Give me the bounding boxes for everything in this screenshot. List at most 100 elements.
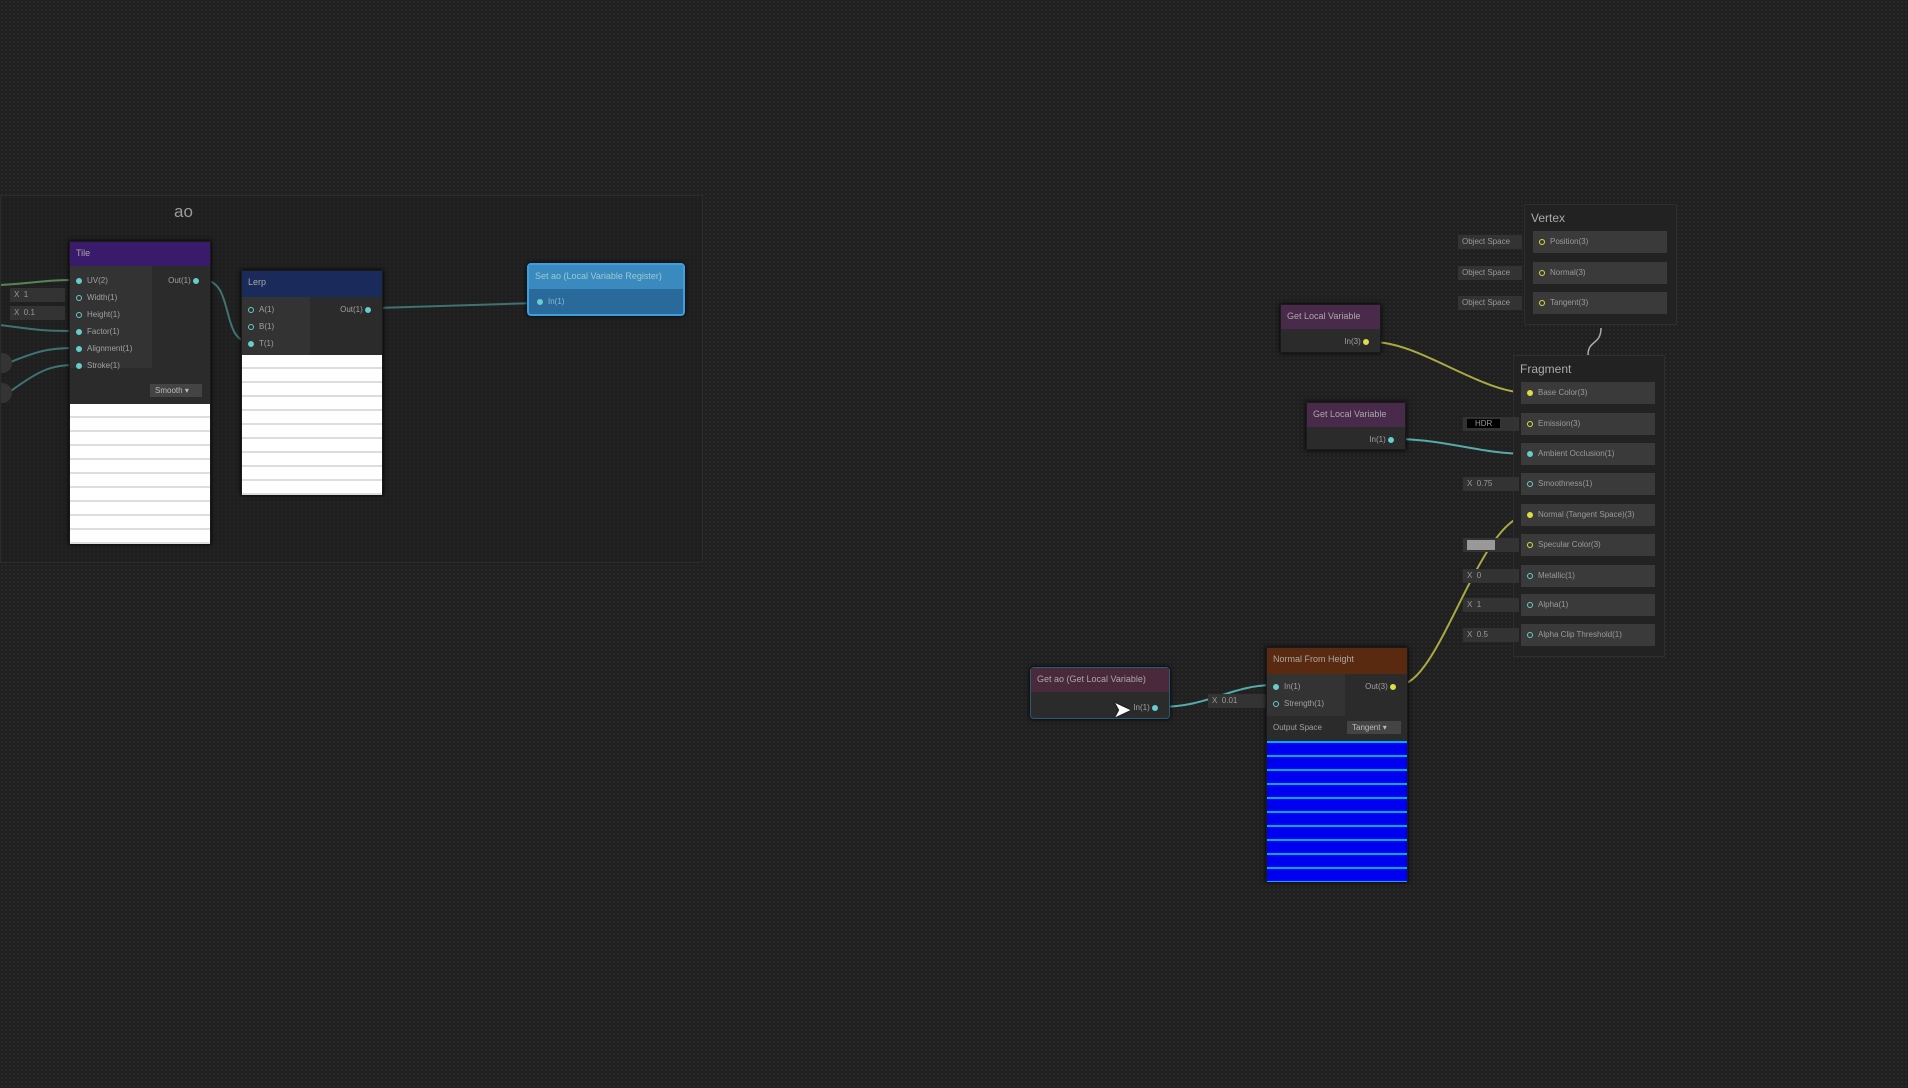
port-uv[interactable]: UV(2): [76, 276, 108, 285]
port-out[interactable]: In(1): [1133, 703, 1163, 712]
set-ao-header: Set ao (Local Variable Register): [529, 265, 683, 289]
port-label: Height(1): [87, 310, 120, 319]
fragment-row[interactable]: Normal (Tangent Space)(3): [1521, 504, 1655, 526]
port-dot-icon: [1527, 480, 1533, 487]
port-dot-icon: [1527, 631, 1533, 638]
x-label: X: [14, 290, 20, 299]
fragment-row[interactable]: Ambient Occlusion(1): [1521, 443, 1655, 465]
tile-header: Tile: [70, 242, 210, 266]
port-label: Strength(1): [1284, 699, 1325, 708]
port-out[interactable]: In(3): [1344, 337, 1374, 346]
get-local-variable-node-1[interactable]: Get Local Variable In(3): [1280, 304, 1381, 353]
space-value: Object Space: [1462, 237, 1511, 246]
node-header: Get Local Variable: [1307, 403, 1405, 427]
port-dot-icon: [1527, 389, 1533, 396]
port-label: In(1): [1369, 435, 1386, 444]
row-label: Specular Color(3): [1538, 540, 1601, 549]
port-factor[interactable]: Factor(1): [76, 327, 119, 336]
port-in[interactable]: In(1): [1273, 682, 1300, 691]
port-strength[interactable]: Strength(1): [1273, 699, 1324, 708]
port-dot-icon: [1539, 299, 1545, 306]
value-field[interactable]: X 1: [1463, 598, 1519, 612]
output-space-value: Tangent: [1352, 723, 1381, 732]
port-dot-icon: [248, 340, 254, 347]
fragment-row[interactable]: Alpha Clip Threshold(1): [1521, 624, 1655, 646]
vertex-row[interactable]: Position(3): [1533, 231, 1667, 253]
wire-vertex-fragment: [1587, 327, 1602, 356]
port-in[interactable]: In(1): [537, 297, 564, 306]
port-out[interactable]: In(1): [1369, 435, 1399, 444]
wire-lerp-setao: [374, 302, 538, 309]
vertex-title: Vertex: [1531, 211, 1566, 225]
port-height[interactable]: Height(1): [76, 310, 120, 319]
set-ao-node[interactable]: Set ao (Local Variable Register) In(1): [527, 263, 685, 316]
chevron-down-icon: ▾: [1382, 723, 1387, 732]
port-dot-icon: [1388, 436, 1394, 443]
port-label: Out(1): [340, 305, 363, 314]
port-dot-icon: [1390, 683, 1396, 690]
height-field[interactable]: X 0.1: [10, 306, 65, 320]
port-out[interactable]: Out(1): [168, 276, 204, 285]
fragment-row[interactable]: Base Color(3): [1521, 382, 1655, 404]
fragment-row[interactable]: Metallic(1): [1521, 565, 1655, 587]
port-dot-icon: [76, 362, 82, 369]
group-title: ao: [174, 202, 193, 221]
output-space-label: Output Space: [1273, 723, 1322, 732]
port-alignment[interactable]: Alignment(1): [76, 344, 132, 353]
port-out[interactable]: Out(3): [1365, 682, 1401, 691]
node-header: Normal From Height: [1267, 648, 1407, 674]
row-label: Alpha(1): [1538, 600, 1569, 609]
fragment-row[interactable]: Smoothness(1): [1521, 473, 1655, 495]
space-field[interactable]: Object Space: [1458, 266, 1522, 280]
port-b[interactable]: B(1): [248, 322, 274, 331]
port-t[interactable]: T(1): [248, 339, 274, 348]
space-field[interactable]: Object Space: [1458, 235, 1522, 249]
port-out[interactable]: Out(1): [340, 305, 376, 314]
fragment-row[interactable]: Emission(3): [1521, 413, 1655, 435]
space-field[interactable]: Object Space: [1458, 296, 1522, 310]
emission-field[interactable]: HDR: [1463, 417, 1519, 431]
port-dot-icon: [1363, 338, 1369, 345]
port-label: In(1): [1284, 682, 1301, 691]
value-field[interactable]: X 0.75: [1463, 477, 1519, 491]
height-value: 0.1: [23, 308, 35, 317]
wire-uv: [0, 279, 78, 286]
port-dot-icon: [365, 306, 371, 313]
get-local-variable-node-2[interactable]: Get Local Variable In(1): [1306, 402, 1406, 450]
row-label: Base Color(3): [1538, 388, 1588, 397]
tile-node[interactable]: Tile UV(2) Width(1) Height(1) Factor(1) …: [69, 241, 211, 544]
row-label: Normal (Tangent Space)(3): [1538, 510, 1635, 519]
port-label: UV(2): [87, 276, 108, 285]
port-label: T(1): [259, 339, 274, 348]
port-dot-icon: [1527, 420, 1533, 427]
port-dot-icon: [1527, 601, 1533, 608]
port-label: In(1): [548, 297, 565, 306]
value-field[interactable]: X 0: [1463, 569, 1519, 583]
value-field[interactable]: X 0.5: [1463, 628, 1519, 642]
field-value: 0.5: [1476, 630, 1488, 639]
port-width[interactable]: Width(1): [76, 293, 117, 302]
lerp-node[interactable]: Lerp A(1) B(1) T(1) Out(1): [241, 270, 383, 495]
output-space-dropdown[interactable]: Tangent ▾: [1347, 721, 1401, 734]
port-stroke[interactable]: Stroke(1): [76, 361, 120, 370]
node-header: Get ao (Get Local Variable): [1031, 668, 1169, 692]
width-field[interactable]: X 1: [10, 288, 65, 302]
fragment-row[interactable]: Alpha(1): [1521, 594, 1655, 616]
wire-ao: [1397, 438, 1530, 455]
fragment-row[interactable]: Specular Color(3): [1521, 534, 1655, 556]
wire-nfh-normal: [1398, 514, 1530, 686]
vertex-row[interactable]: Normal(3): [1533, 262, 1667, 284]
port-label: Alignment(1): [87, 344, 133, 353]
tile-preview: [70, 404, 210, 544]
specular-color-field[interactable]: [1463, 538, 1519, 552]
port-a[interactable]: A(1): [248, 305, 274, 314]
normal-from-height-node[interactable]: Normal From Height In(1) Strength(1) Out…: [1266, 647, 1408, 882]
mode-dropdown[interactable]: Smooth ▾: [150, 384, 202, 397]
port-label: Factor(1): [87, 327, 120, 336]
strength-field[interactable]: X 0.01: [1208, 694, 1266, 708]
x-label: X: [1467, 630, 1473, 639]
vertex-row[interactable]: Tangent(3): [1533, 292, 1667, 314]
port-dot-icon: [1527, 541, 1533, 548]
get-ao-node[interactable]: Get ao (Get Local Variable) In(1): [1030, 667, 1170, 719]
mouse-cursor-icon: ➤: [1113, 697, 1132, 722]
